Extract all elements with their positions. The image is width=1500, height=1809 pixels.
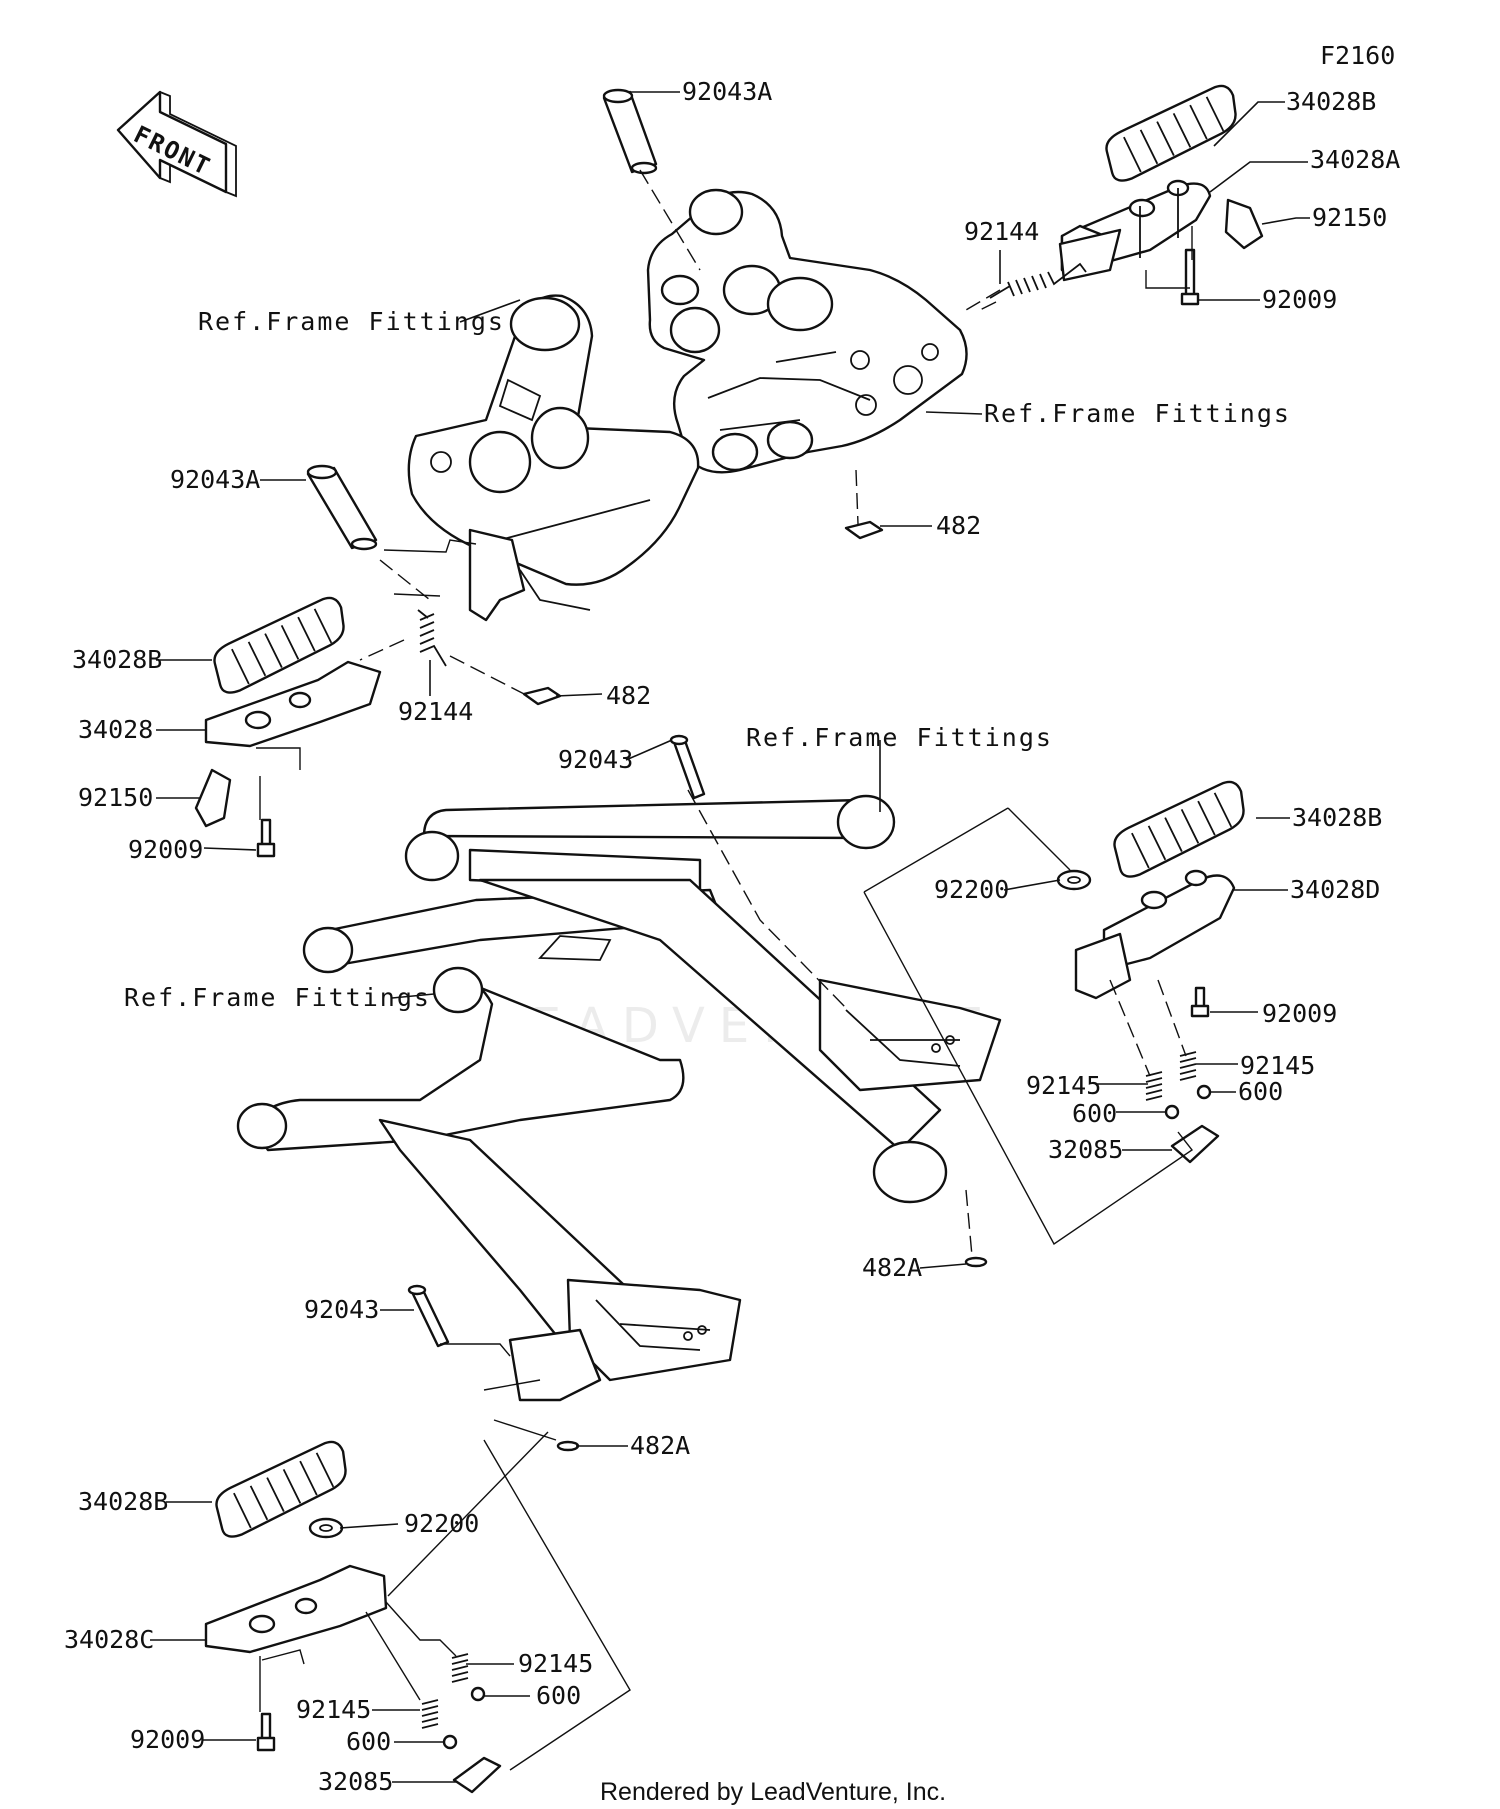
label-32085-right: 32085 xyxy=(1048,1135,1123,1164)
ball-600-r1 xyxy=(1164,1104,1180,1120)
footpeg-34028D xyxy=(1074,869,1236,1000)
spring-92144-left xyxy=(417,609,447,667)
pin-92043-mid xyxy=(669,734,706,800)
label-34028B-top-right: 34028B xyxy=(1286,87,1376,116)
spring-92145-b2 xyxy=(421,1699,439,1729)
label-92043A-top: 92043A xyxy=(682,77,772,106)
label-ref-frame-fittings-left: Ref.Frame Fittings xyxy=(124,983,431,1012)
clip-482A-bottom xyxy=(556,1440,580,1452)
clip-482-mid xyxy=(522,686,562,706)
ball-600-b2 xyxy=(442,1734,458,1750)
label-92009-right: 92009 xyxy=(1262,999,1337,1028)
label-482-mid: 482 xyxy=(606,681,651,710)
label-600-bottom-1: 600 xyxy=(536,1681,581,1710)
footrest-stay-frame xyxy=(236,794,1002,1402)
label-92009-left: 92009 xyxy=(128,835,203,864)
label-92009-bottom: 92009 xyxy=(130,1725,205,1754)
plate-32085-right xyxy=(1170,1124,1220,1164)
label-92145-bottom-2: 92145 xyxy=(296,1695,371,1724)
label-92145-right-2: 92145 xyxy=(1240,1051,1315,1080)
spring-92145-r1 xyxy=(1145,1071,1163,1101)
footer-credit: Rendered by LeadVenture, Inc. xyxy=(600,1778,946,1806)
label-92200-bottom: 92200 xyxy=(404,1509,479,1538)
bolt-92009-top-right xyxy=(1180,248,1200,306)
label-34028: 34028 xyxy=(78,715,153,744)
label-92043A-left: 92043A xyxy=(170,465,260,494)
pin-92043A-top xyxy=(602,88,658,175)
spring-92145-b1 xyxy=(451,1653,469,1683)
front-arrow-icon: FRONT xyxy=(116,90,237,198)
leader-lines xyxy=(150,91,1310,1783)
washer-92200-right xyxy=(1056,869,1092,891)
label-92145-bottom-1: 92145 xyxy=(518,1649,593,1678)
footpeg-rubber-left xyxy=(204,594,356,697)
label-92150-top-right: 92150 xyxy=(1312,203,1387,232)
label-34028D: 34028D xyxy=(1290,875,1380,904)
clip-482A-right xyxy=(964,1256,988,1268)
footpeg-rubber-top-right xyxy=(1096,82,1248,185)
spring-92144-top-right xyxy=(989,262,1087,299)
label-34028B-right: 34028B xyxy=(1292,803,1382,832)
spring-92145-r2 xyxy=(1179,1051,1197,1081)
label-34028B-left: 34028B xyxy=(72,645,162,674)
label-482A-bottom: 482A xyxy=(630,1431,690,1460)
label-600-bottom-2: 600 xyxy=(346,1727,391,1756)
footpeg-rubber-right xyxy=(1104,778,1256,881)
diagram-code: F2160 xyxy=(1320,41,1395,70)
pin-92150-top-right xyxy=(1224,198,1264,250)
assembly-lines xyxy=(256,169,1194,1771)
footpeg-rubber-bottom-left xyxy=(206,1438,358,1541)
left-footpeg-bracket xyxy=(407,294,700,622)
label-482A-right: 482A xyxy=(862,1253,922,1282)
right-footpeg-bracket xyxy=(646,188,968,474)
washer-92200-bottom xyxy=(308,1517,344,1539)
pin-92150-left xyxy=(194,768,232,828)
pin-92043A-left xyxy=(306,464,378,551)
bolt-92009-right xyxy=(1190,986,1210,1018)
pin-92043-bottom xyxy=(407,1284,450,1348)
plate-32085-bottom xyxy=(452,1756,502,1794)
label-92043-bottom: 92043 xyxy=(304,1295,379,1324)
label-92009-top-right: 92009 xyxy=(1262,285,1337,314)
label-600-right-2: 600 xyxy=(1238,1077,1283,1106)
label-ref-frame-center: Ref.Frame Fittings xyxy=(746,723,1053,752)
bolt-92009-bottom xyxy=(256,1712,276,1752)
clip-482-top xyxy=(844,520,884,540)
label-482-top: 482 xyxy=(936,511,981,540)
label-92144-top-right: 92144 xyxy=(964,217,1039,246)
footpeg-34028C xyxy=(204,1564,388,1654)
footpeg-34028 xyxy=(204,660,382,748)
label-34028C: 34028C xyxy=(64,1625,154,1654)
label-ref-frame-left: Ref.Frame Fittings xyxy=(198,307,505,336)
label-34028A: 34028A xyxy=(1310,145,1400,174)
bolt-92009-left xyxy=(256,818,276,858)
label-ref-frame-right: Ref.Frame Fittings xyxy=(984,399,1291,428)
ball-600-b1 xyxy=(470,1686,486,1702)
label-92200-right: 92200 xyxy=(934,875,1009,904)
label-32085-bottom: 32085 xyxy=(318,1767,393,1796)
label-34028B-bottom-left: 34028B xyxy=(78,1487,168,1516)
label-600-right-1: 600 xyxy=(1072,1099,1117,1128)
label-92144-left: 92144 xyxy=(398,697,473,726)
footpeg-34028A xyxy=(1058,179,1212,282)
ball-600-r2 xyxy=(1196,1084,1212,1100)
label-92145-right-1: 92145 xyxy=(1026,1071,1101,1100)
label-92043-mid: 92043 xyxy=(558,745,633,774)
label-92150-left: 92150 xyxy=(78,783,153,812)
